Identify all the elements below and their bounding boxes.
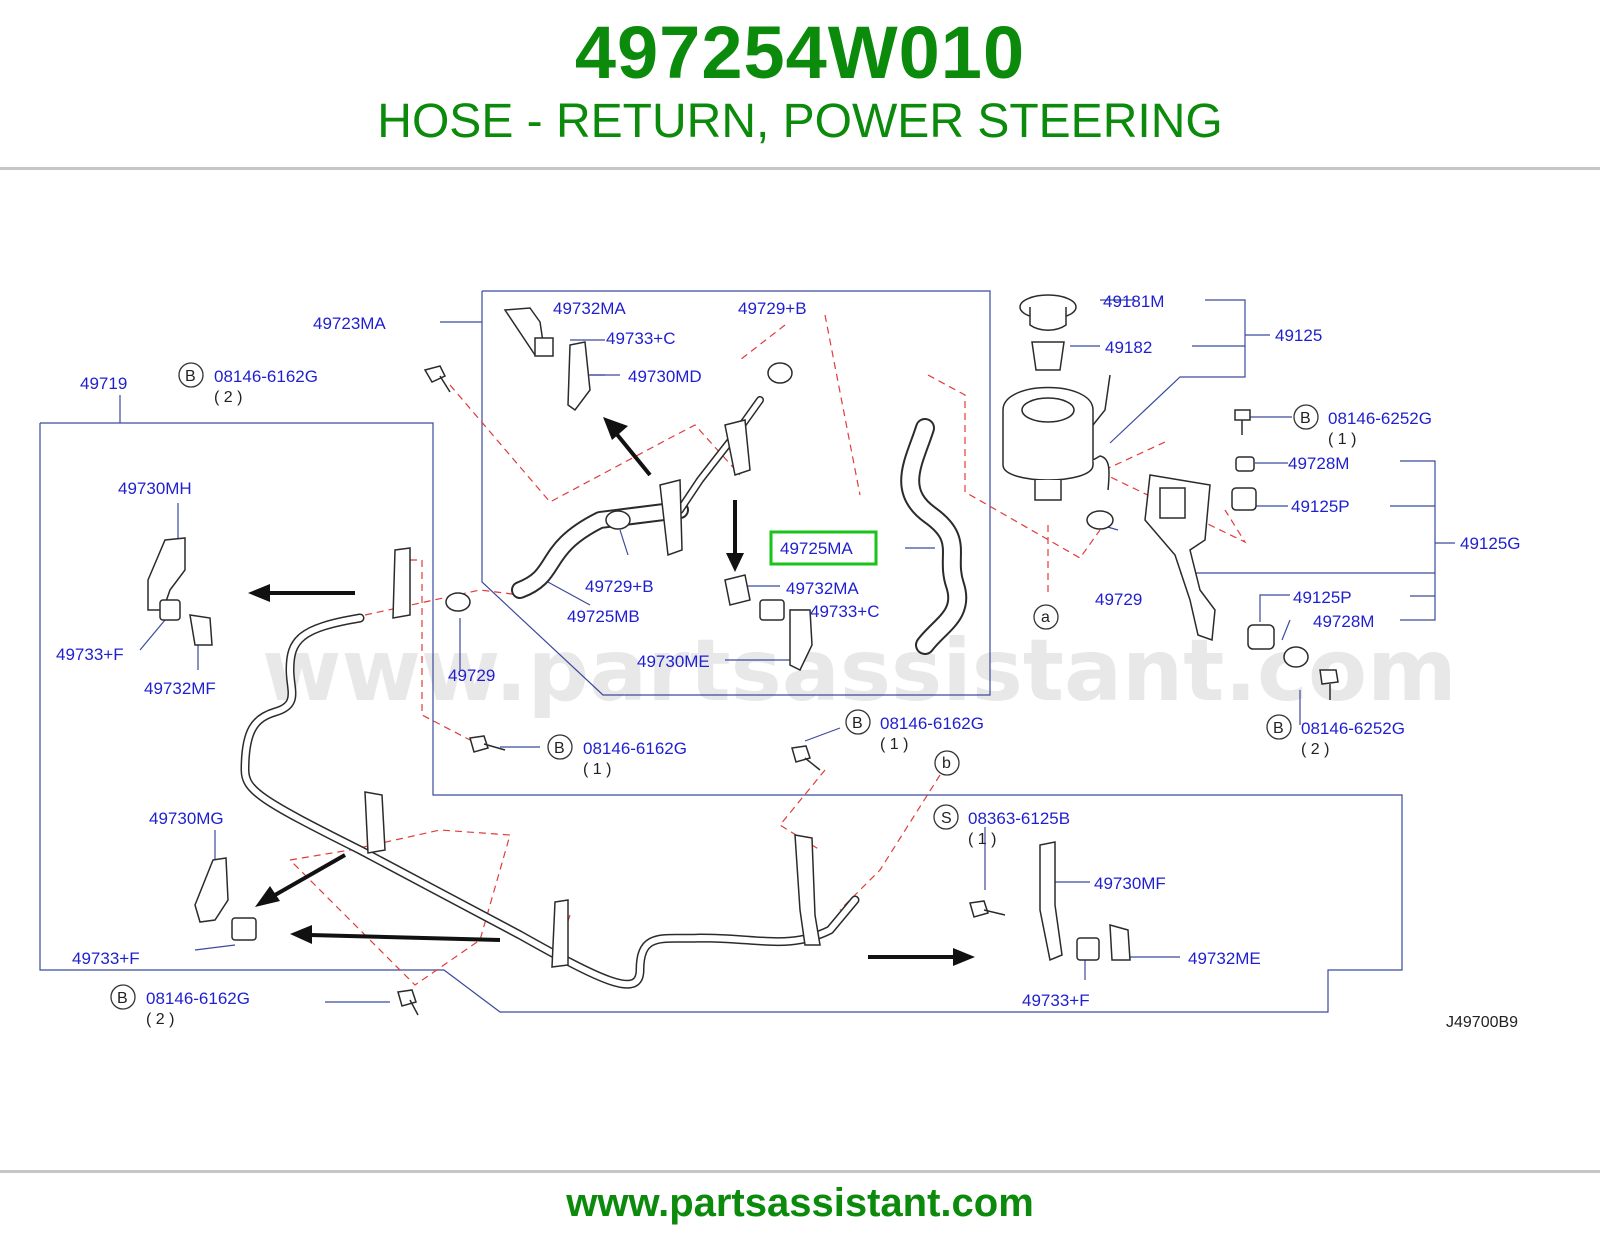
bolt-code-6[interactable]: 08146-6162G: [146, 989, 250, 1008]
marker-b-5: B: [852, 715, 863, 732]
bracket-49125G: [1144, 474, 1216, 642]
label-49125G[interactable]: 49125G: [1460, 534, 1521, 553]
bolt-qty-2: ( 1 ): [1328, 431, 1356, 448]
label-49733C-mid[interactable]: 49733+C: [810, 602, 879, 621]
direction-arrows: [248, 417, 975, 966]
label-49733F-bot[interactable]: 49733+F: [1022, 991, 1090, 1010]
label-49729-left[interactable]: 49729: [448, 666, 495, 685]
label-49728M-bot[interactable]: 49728M: [1313, 612, 1374, 631]
label-49730ME[interactable]: 49730ME: [637, 652, 710, 671]
label-49732MA-mid[interactable]: 49732MA: [786, 579, 859, 598]
bolt-code-3[interactable]: 08146-6252G: [1301, 719, 1405, 738]
diagram-code: J49700B9: [1446, 1014, 1518, 1031]
label-49732MF[interactable]: 49732MF: [144, 679, 216, 698]
label-49725MA-highlighted[interactable]: 49725MA: [780, 539, 853, 558]
bolt-qty-3: ( 2 ): [1301, 741, 1329, 758]
bolt-code-4[interactable]: 08146-6162G: [583, 739, 687, 758]
label-49729B-top[interactable]: 49729+B: [738, 299, 807, 318]
label-49732ME[interactable]: 49732ME: [1188, 949, 1261, 968]
marker-b-3: B: [1273, 720, 1284, 737]
screw-qty-1: ( 1 ): [968, 831, 996, 848]
page-header: 497254W010 HOSE - RETURN, POWER STEERING: [0, 0, 1600, 168]
bolt-code-5[interactable]: 08146-6162G: [880, 714, 984, 733]
hose-49725MA: [900, 418, 968, 655]
parts-diagram: www.partsassistant.com: [39, 290, 1521, 1031]
footer-website-link[interactable]: www.partsassistant.com: [566, 1181, 1034, 1225]
label-49723MA[interactable]: 49723MA: [313, 314, 386, 333]
label-49125P-top[interactable]: 49125P: [1291, 497, 1350, 516]
hose-49725MB: [511, 501, 689, 599]
label-49730MH[interactable]: 49730MH: [118, 479, 192, 498]
bolt-qty-5: ( 1 ): [880, 736, 908, 753]
bolt-code-1[interactable]: 08146-6162G: [214, 367, 318, 386]
label-49733F-low[interactable]: 49733+F: [72, 949, 140, 968]
footer-divider: [0, 1170, 1600, 1173]
header-divider: [0, 167, 1600, 170]
bolt-callouts: B 08146-6162G ( 2 ) B 08146-6252G ( 1 ) …: [110, 362, 1432, 1028]
marker-b-lower: b: [942, 755, 951, 772]
label-49719[interactable]: 49719: [80, 374, 127, 393]
return-tube-lower: [240, 613, 860, 989]
bolt-qty-6: ( 2 ): [146, 1011, 174, 1028]
small-parts: [147, 307, 1339, 1016]
label-49729-right[interactable]: 49729: [1095, 590, 1142, 609]
marker-b-6: B: [117, 990, 128, 1007]
reservoir-49125: [1002, 294, 1111, 501]
label-49733C-top[interactable]: 49733+C: [606, 329, 675, 348]
label-49725MB[interactable]: 49725MB: [567, 607, 640, 626]
frame-49723MA: [481, 290, 991, 696]
label-49125[interactable]: 49125: [1275, 326, 1322, 345]
label-49182[interactable]: 49182: [1105, 338, 1152, 357]
screw-code-1[interactable]: 08363-6125B: [968, 809, 1070, 828]
frame-49719: [39, 422, 1403, 1013]
marker-b-1: B: [185, 368, 196, 385]
label-49729B-mid[interactable]: 49729+B: [585, 577, 654, 596]
marker-b-4: B: [554, 740, 565, 757]
marker-b-2: B: [1300, 410, 1311, 427]
bolt-qty-4: ( 1 ): [583, 761, 611, 778]
part-labels: 49723MA 49732MA 49733+C 49730MD 49729+B …: [56, 292, 1521, 1031]
label-49730MG[interactable]: 49730MG: [149, 809, 224, 828]
label-49730MD[interactable]: 49730MD: [628, 367, 702, 386]
part-description: HOSE - RETURN, POWER STEERING: [377, 95, 1223, 148]
marker-a: a: [1041, 609, 1050, 626]
label-49733F-left[interactable]: 49733+F: [56, 645, 124, 664]
label-49125P-bot[interactable]: 49125P: [1293, 588, 1352, 607]
label-49728M-top[interactable]: 49728M: [1288, 454, 1349, 473]
part-number-title: 497254W010: [574, 11, 1026, 94]
watermark-text: www.partsassistant.com: [262, 621, 1457, 721]
pipe-upper: [676, 396, 764, 514]
bolt-code-2[interactable]: 08146-6252G: [1328, 409, 1432, 428]
label-49732MA-top[interactable]: 49732MA: [553, 299, 626, 318]
label-49181M[interactable]: 49181M: [1103, 292, 1164, 311]
highlight-box-49725MA: [769, 530, 878, 566]
label-49730MF[interactable]: 49730MF: [1094, 874, 1166, 893]
bolt-qty-1: ( 2 ): [214, 389, 242, 406]
marker-s-1: S: [941, 810, 952, 827]
